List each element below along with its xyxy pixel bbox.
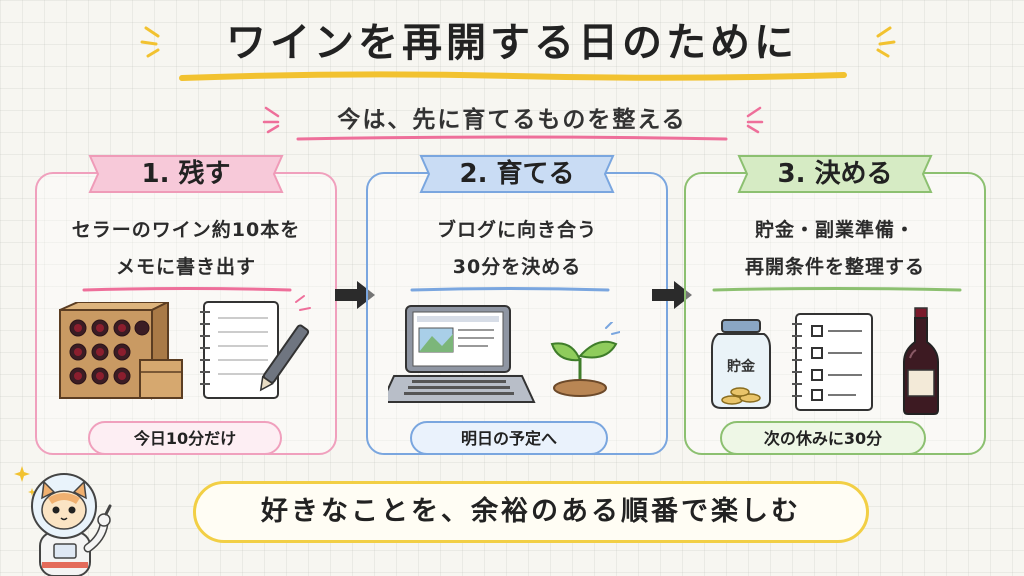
step-tag-3: 3. 決める xyxy=(731,152,939,196)
step-heading-1: 1. 残す xyxy=(141,159,231,189)
page-title: ワインを再開する日のために xyxy=(226,20,798,66)
astronaut-cat-icon xyxy=(14,466,112,576)
sparkle-left-icon xyxy=(140,26,160,58)
title-underline xyxy=(179,71,847,81)
step-tag-1: 1. 残す xyxy=(82,152,290,196)
accent-left-icon xyxy=(262,106,280,134)
arrow-right-icon xyxy=(335,281,375,309)
step-heading-2: 2. 育てる xyxy=(459,159,575,189)
arrow-right-icon xyxy=(652,281,692,309)
footer-banner: 好きなことを、余裕のある順番で楽しむ xyxy=(193,481,869,543)
savings-jar-icon: 貯金 xyxy=(708,318,774,410)
jar-label: 貯金 xyxy=(727,359,755,375)
subtitle: 今は、先に育てるものを整える xyxy=(337,107,687,133)
accent-right-icon xyxy=(746,106,764,134)
step-underline-2 xyxy=(410,287,610,292)
sparkle-right-icon xyxy=(876,26,896,58)
step-underline-1 xyxy=(82,287,292,292)
step-text-1-line1: セラーのワイン約10本を xyxy=(71,219,301,241)
sprout-icon xyxy=(550,322,620,397)
step-text-1-line2: メモに書き出す xyxy=(115,256,256,278)
step-pill-2: 明日の予定へ xyxy=(410,421,608,455)
wine-rack-icon xyxy=(59,302,183,400)
laptop-icon xyxy=(388,305,536,403)
step-pill-1: 今日10分だけ xyxy=(88,421,282,455)
step-underline-3 xyxy=(712,287,962,292)
step-text-3-line2: 再開条件を整理する xyxy=(744,256,925,278)
subtitle-underline xyxy=(296,135,728,141)
checklist-icon xyxy=(792,313,873,411)
step-text-2-line2: 30分を決める xyxy=(452,256,582,278)
step-text-3-line1: 貯金・副業準備・ xyxy=(754,219,915,241)
step-tag-2: 2. 育てる xyxy=(413,152,621,196)
notepad-pen-icon xyxy=(200,295,311,399)
wine-bottle-icon xyxy=(903,307,939,415)
step-heading-3: 3. 決める xyxy=(777,159,893,189)
step-text-2-line1: ブログに向き合う xyxy=(436,219,597,241)
step-pill-3: 次の休みに30分 xyxy=(720,421,926,455)
